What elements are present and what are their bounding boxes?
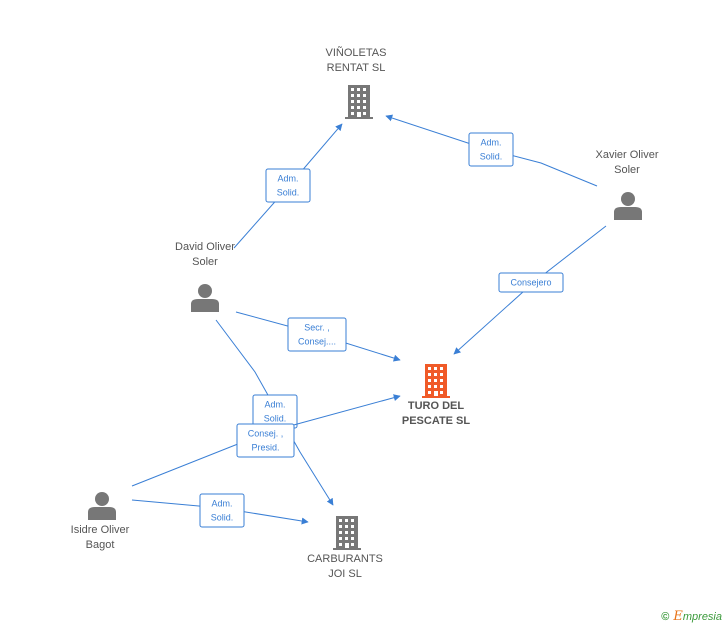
node-vinoletas: VIÑOLETAS RENTAT SL — [326, 46, 387, 119]
edge-label-text: Solid. — [480, 152, 503, 162]
edge-label-text: Solid. — [277, 188, 300, 198]
edge-david-to-vinoletas: Adm. Solid. — [233, 123, 343, 249]
brand-footer: ©Empresia — [661, 609, 722, 624]
node-label: RENTAT SL — [327, 62, 386, 74]
edge-label-text: Adm. — [480, 138, 501, 148]
edge-david-to-turo: Secr. , Consej.... — [235, 311, 401, 362]
edge-label-box — [236, 423, 295, 458]
edge-label-text: Consejero — [510, 278, 551, 288]
copyright-icon: © — [661, 611, 670, 623]
edge-label-box — [468, 132, 514, 167]
edge-label-text: Secr. , — [304, 323, 330, 333]
brand-name: mpresia — [682, 611, 722, 623]
edge-label-box — [199, 493, 245, 528]
edge-isidre-to-turo: Consej. , Presid. — [131, 394, 401, 487]
edge-label-text: Consej. , — [248, 429, 284, 439]
edge-label-text: Consej.... — [298, 337, 336, 347]
node-label: PESCATE SL — [402, 415, 471, 427]
edge-label-text: Adm. — [277, 174, 298, 184]
node-turo: TURO DEL PESCATE SL — [402, 364, 471, 427]
node-label: Xavier Oliver — [596, 149, 659, 161]
edge-label-box — [498, 272, 564, 293]
node-label: VIÑOLETAS — [326, 46, 387, 59]
node-label: CARBURANTS — [307, 553, 383, 565]
node-label: Soler — [614, 164, 640, 176]
edge-xavier-to-vinoletas: Adm. Solid. — [385, 114, 598, 187]
edge-label-text: Solid. — [211, 513, 234, 523]
node-label: Soler — [192, 256, 218, 268]
person-icon — [191, 284, 219, 312]
building-icon — [333, 516, 361, 550]
node-label: JOI SL — [328, 568, 362, 580]
person-icon — [88, 492, 116, 520]
node-label: TURO DEL — [408, 400, 465, 412]
edge-label-text: Adm. — [211, 499, 232, 509]
node-label: Bagot — [86, 539, 115, 551]
brand-logo-letter: E — [673, 609, 683, 624]
edge-label-box — [287, 317, 347, 352]
node-carburants: CARBURANTS JOI SL — [307, 516, 383, 580]
edge-xavier-to-turo: Consejero — [453, 225, 607, 355]
edge-label-text: Adm. — [264, 400, 285, 410]
person-icon — [614, 192, 642, 220]
edge-isidre-to-carburants: Adm. Solid. — [131, 493, 309, 528]
edge-david-to-carburants: Adm. Solid. — [215, 319, 334, 506]
node-label: David Oliver — [175, 241, 235, 253]
building-icon — [422, 364, 450, 398]
building-icon — [345, 85, 373, 119]
edge-label-box — [265, 168, 311, 203]
edge-label-text: Solid. — [264, 414, 287, 424]
node-label: Isidre Oliver — [71, 524, 130, 536]
edge-label-text: Presid. — [251, 443, 279, 453]
